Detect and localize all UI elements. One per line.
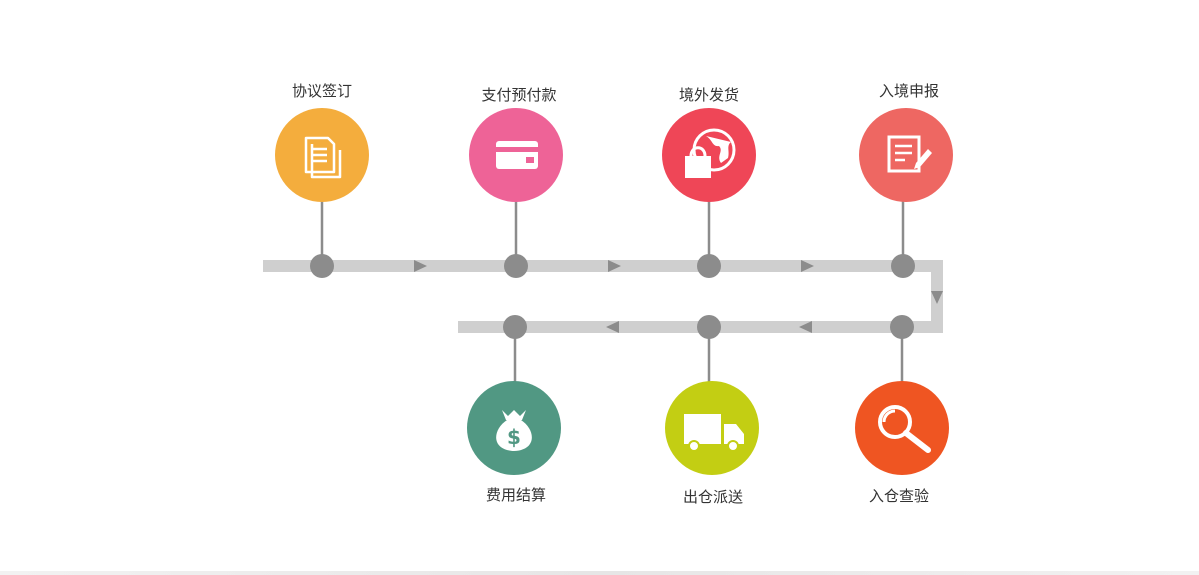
direction-arrows bbox=[414, 260, 943, 333]
document-icon bbox=[304, 136, 342, 179]
truck-icon bbox=[684, 414, 744, 452]
step-label-declare: 入境申报 bbox=[878, 82, 939, 100]
money-bag-icon: $ bbox=[496, 410, 532, 451]
step-label-prepay: 支付预付款 bbox=[481, 86, 557, 104]
globe-bag-icon bbox=[685, 128, 736, 178]
track-node bbox=[310, 254, 334, 278]
step-dispatch bbox=[665, 315, 759, 475]
step-circle bbox=[859, 108, 953, 202]
step-circle bbox=[662, 108, 756, 202]
magnifier-icon bbox=[878, 405, 931, 453]
arrow-right-icon bbox=[608, 260, 621, 272]
track-node bbox=[697, 315, 721, 339]
step-label-settle: 费用结算 bbox=[485, 486, 546, 504]
step-ship bbox=[662, 108, 756, 278]
card-icon bbox=[496, 141, 538, 169]
step-prepay bbox=[469, 108, 563, 278]
flow-track bbox=[263, 260, 943, 333]
step-circle bbox=[855, 381, 949, 475]
form-pen-icon bbox=[887, 135, 932, 173]
step-label-inspect: 入仓查验 bbox=[868, 487, 929, 505]
arrow-right-icon bbox=[414, 260, 427, 272]
step-sign bbox=[275, 108, 369, 278]
arrow-left-icon bbox=[606, 321, 619, 333]
arrow-right-icon bbox=[801, 260, 814, 272]
step-label-dispatch: 出仓派送 bbox=[682, 488, 743, 506]
step-label-ship: 境外发货 bbox=[678, 86, 739, 104]
svg-text:$: $ bbox=[507, 425, 521, 449]
track-node bbox=[890, 315, 914, 339]
step-declare bbox=[859, 108, 953, 278]
track-node bbox=[503, 315, 527, 339]
step-inspect bbox=[855, 315, 949, 475]
arrow-left-icon bbox=[799, 321, 812, 333]
track-node bbox=[697, 254, 721, 278]
bottom-divider bbox=[0, 571, 1199, 575]
arrow-down-icon bbox=[931, 291, 943, 304]
step-label-sign: 协议签订 bbox=[291, 82, 352, 100]
step-settle: $ bbox=[467, 315, 561, 475]
track-node bbox=[891, 254, 915, 278]
track-node bbox=[504, 254, 528, 278]
